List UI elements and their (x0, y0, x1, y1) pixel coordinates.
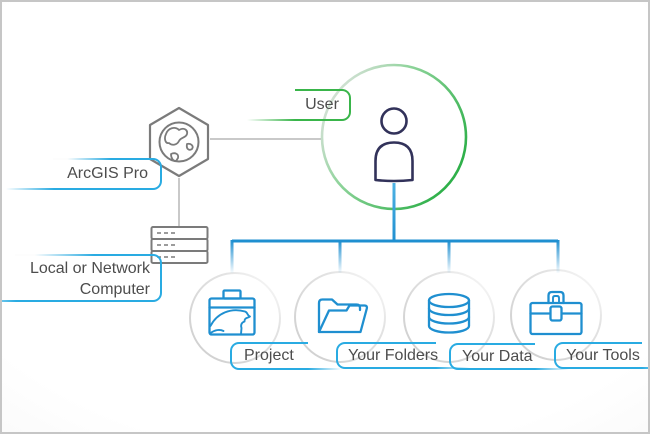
label-your-data-text: Your Data (462, 348, 533, 365)
toolbox-icon (529, 290, 583, 336)
gray-connectors (178, 138, 321, 226)
label-project: Project (230, 342, 342, 370)
label-user: User (247, 89, 351, 121)
globe-hexagon-icon (148, 106, 210, 178)
person-icon (374, 107, 414, 183)
label-arcgis-pro: ArcGIS Pro (6, 158, 162, 190)
label-your-folders-text: Your Folders (348, 347, 439, 364)
label-your-folders: Your Folders (336, 342, 470, 369)
briefcase-globe-icon (208, 289, 256, 336)
open-folder-icon (317, 298, 369, 334)
label-your-data: Your Data (449, 343, 569, 370)
label-computer: Local or Network Computer (2, 254, 162, 302)
label-computer-text: Local or Network Computer (29, 260, 150, 298)
label-project-text: Project (244, 347, 294, 364)
label-user-text: User (305, 96, 339, 113)
label-arcgis-pro-text: ArcGIS Pro (67, 165, 148, 182)
blue-tree-connectors (230, 183, 560, 273)
database-cylinder-icon (427, 292, 471, 334)
label-your-tools-text: Your Tools (566, 347, 640, 364)
server-stack-icon (150, 226, 209, 264)
label-your-tools: Your Tools (554, 342, 648, 369)
